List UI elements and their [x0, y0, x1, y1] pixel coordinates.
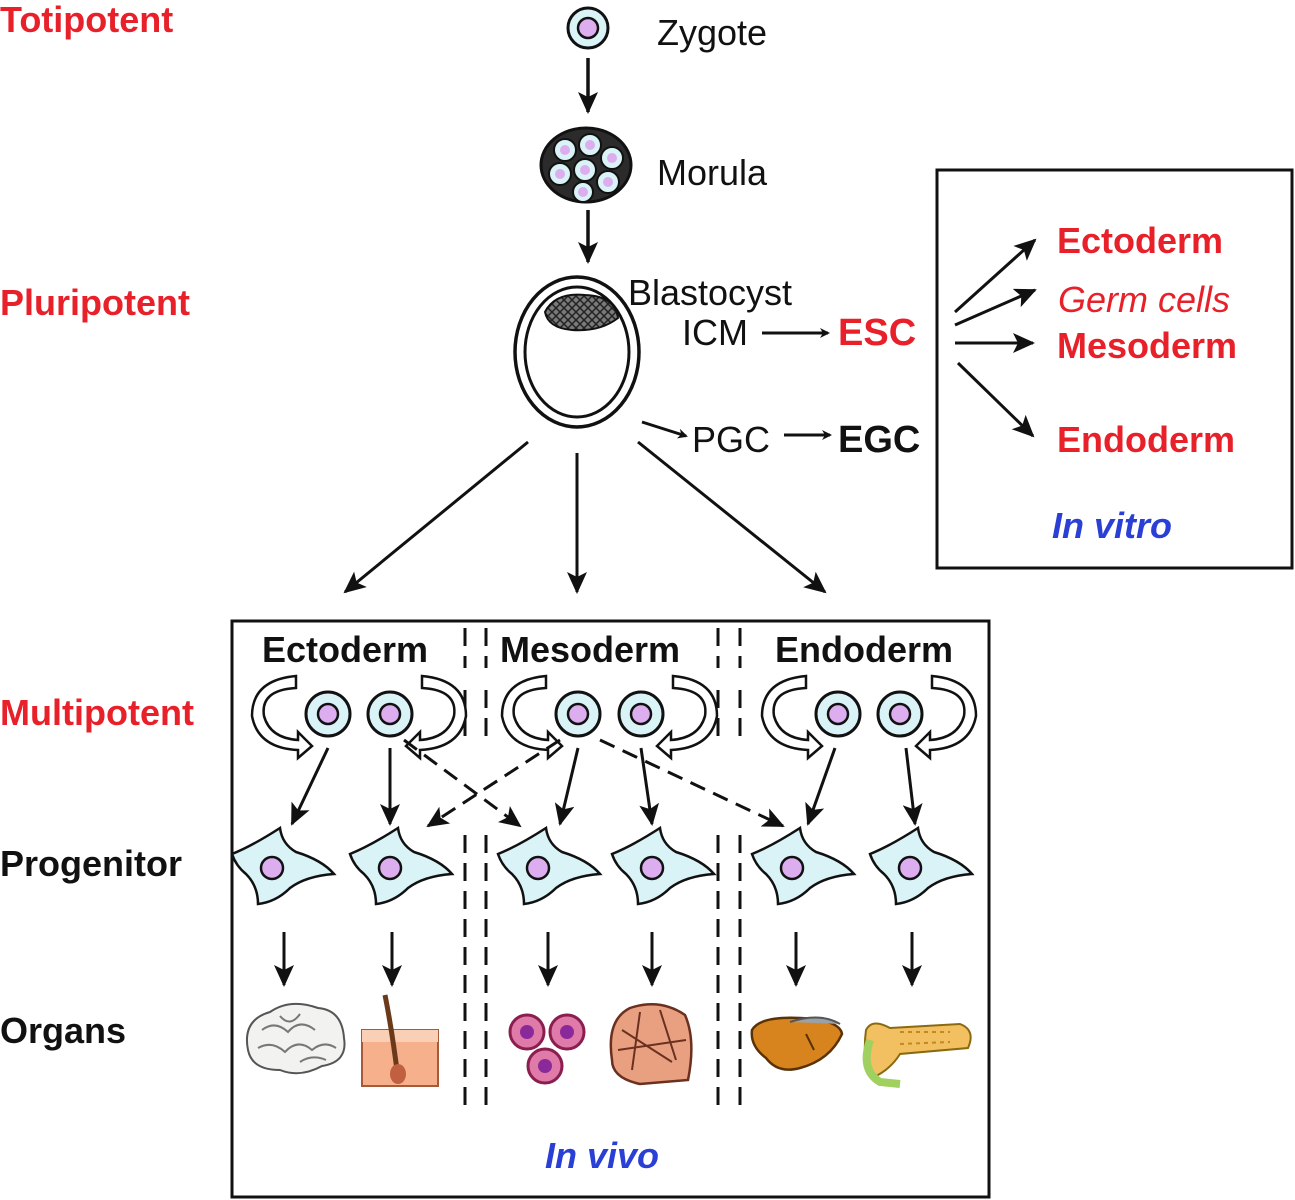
self-renewal-icon — [914, 674, 978, 761]
progenitor-cell-icon — [496, 825, 603, 906]
vitro-mesoderm: Mesoderm — [1057, 325, 1237, 366]
liver-icon — [750, 1016, 844, 1071]
in-vivo-box — [230, 619, 991, 1199]
progenitor-cells — [230, 825, 975, 906]
self-renewal-icon — [250, 674, 314, 761]
blood-cells-icon — [508, 1013, 586, 1085]
blastocyst-to-pgc-arrow — [641, 420, 688, 439]
self-renewal-icon — [760, 674, 824, 761]
vivo-mesoderm: Mesoderm — [500, 629, 680, 670]
vitro-endoderm: Endoderm — [1057, 419, 1235, 460]
self-renewal-icon — [655, 674, 719, 761]
morula-icon — [539, 126, 633, 204]
esc-to-vitro-ectoderm-arrow — [953, 238, 1037, 314]
pgc-label: PGC — [692, 419, 770, 460]
icm-label: ICM — [682, 312, 748, 353]
level-pluripotent: Pluripotent — [0, 282, 190, 323]
brain-icon — [246, 1002, 346, 1075]
progenitor-to-organ-arrows — [274, 932, 922, 987]
skin-hair-icon — [361, 994, 439, 1087]
level-progenitor: Progenitor — [0, 843, 182, 884]
stem-cell-icon — [814, 690, 862, 738]
progenitor-cell-icon — [750, 825, 857, 906]
stem-cell-icon — [366, 690, 414, 738]
stem-cell-icon — [554, 690, 602, 738]
stem-cell-icon — [617, 690, 665, 738]
cross-lineage-dashed-arrows — [403, 738, 785, 828]
self-renewal-icon — [500, 674, 564, 761]
blastocyst-icon — [513, 275, 641, 429]
progenitor-cell-icon — [610, 825, 717, 906]
blastocyst-to-endoderm-arrow — [637, 440, 827, 594]
level-totipotent: Totipotent — [0, 0, 173, 40]
in-vitro-box — [935, 168, 1294, 570]
vivo-endoderm: Endoderm — [775, 629, 953, 670]
esc-to-germ-cells-arrow — [954, 288, 1037, 327]
stem-to-progenitor-arrows — [290, 747, 923, 826]
zygote-icon — [566, 6, 610, 50]
progenitor-cell-icon — [868, 825, 975, 906]
level-multipotent: Multipotent — [0, 692, 194, 733]
esc-to-vitro-endoderm-arrow — [956, 361, 1035, 438]
zygote-label: Zygote — [657, 12, 767, 53]
stem-cell-icon — [304, 690, 352, 738]
progenitor-cell-icon — [348, 825, 455, 906]
esc-label: ESC — [838, 312, 916, 354]
muscle-icon — [609, 1003, 693, 1086]
level-organs: Organs — [0, 1010, 126, 1051]
vitro-ectoderm: Ectoderm — [1057, 220, 1223, 261]
blastocyst-label: Blastocyst — [628, 272, 792, 313]
vivo-ectoderm: Ectoderm — [262, 629, 428, 670]
egc-label: EGC — [838, 419, 920, 461]
self-renewal-icon — [404, 674, 468, 761]
multipotent-stem-cells — [250, 674, 978, 761]
blastocyst-to-ectoderm-arrow — [343, 440, 529, 594]
column-dividers — [463, 628, 742, 1112]
in-vitro-label: In vitro — [1052, 505, 1172, 546]
stem-cell-icon — [876, 690, 924, 738]
in-vivo-label: In vivo — [545, 1135, 659, 1176]
pancreas-icon — [862, 1022, 972, 1088]
progenitor-cell-icon — [230, 825, 337, 906]
vitro-germ-cells: Germ cells — [1058, 279, 1230, 320]
morula-label: Morula — [657, 152, 768, 193]
